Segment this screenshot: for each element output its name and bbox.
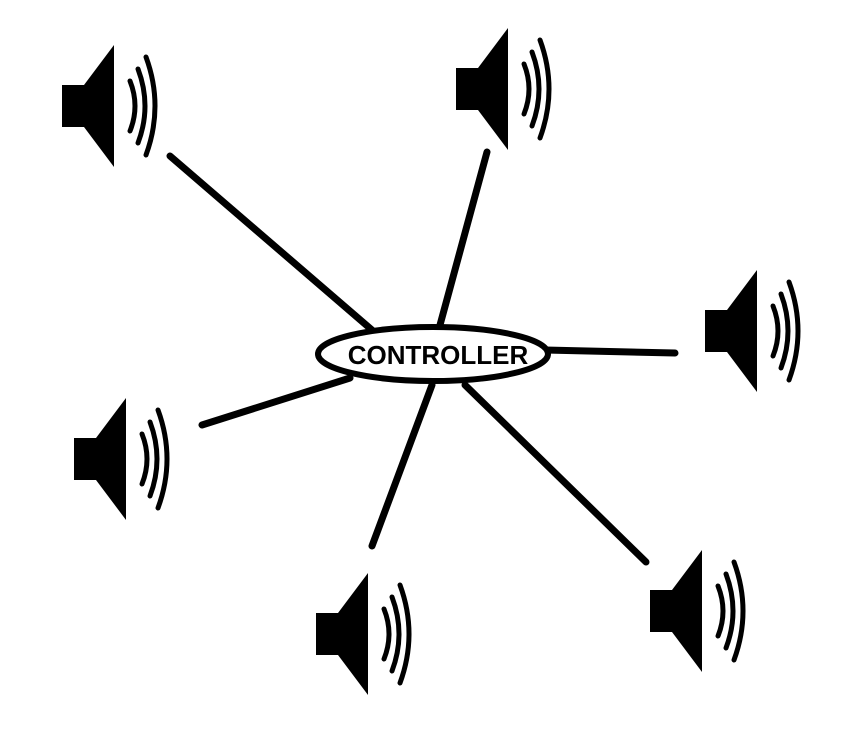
speaker-icon xyxy=(74,398,167,520)
link-to-speaker-bottom-center xyxy=(368,381,436,550)
link-to-speaker-bottom-right xyxy=(461,381,650,566)
controller-ellipse xyxy=(315,324,551,384)
speaker-icon xyxy=(316,573,409,695)
link-to-speaker-top-left xyxy=(166,152,376,334)
speaker-icon xyxy=(62,45,155,167)
link-to-speaker-right xyxy=(541,346,679,357)
speaker-icon xyxy=(705,270,798,392)
speaker-icon xyxy=(456,28,549,150)
controller-label: CONTROLLER xyxy=(348,340,529,370)
link-to-speaker-left xyxy=(198,374,354,429)
link-to-speaker-top-center xyxy=(436,148,491,329)
controller-node: CONTROLLER xyxy=(315,324,551,384)
connection-lines xyxy=(166,148,679,566)
speaker-icon xyxy=(650,550,743,672)
